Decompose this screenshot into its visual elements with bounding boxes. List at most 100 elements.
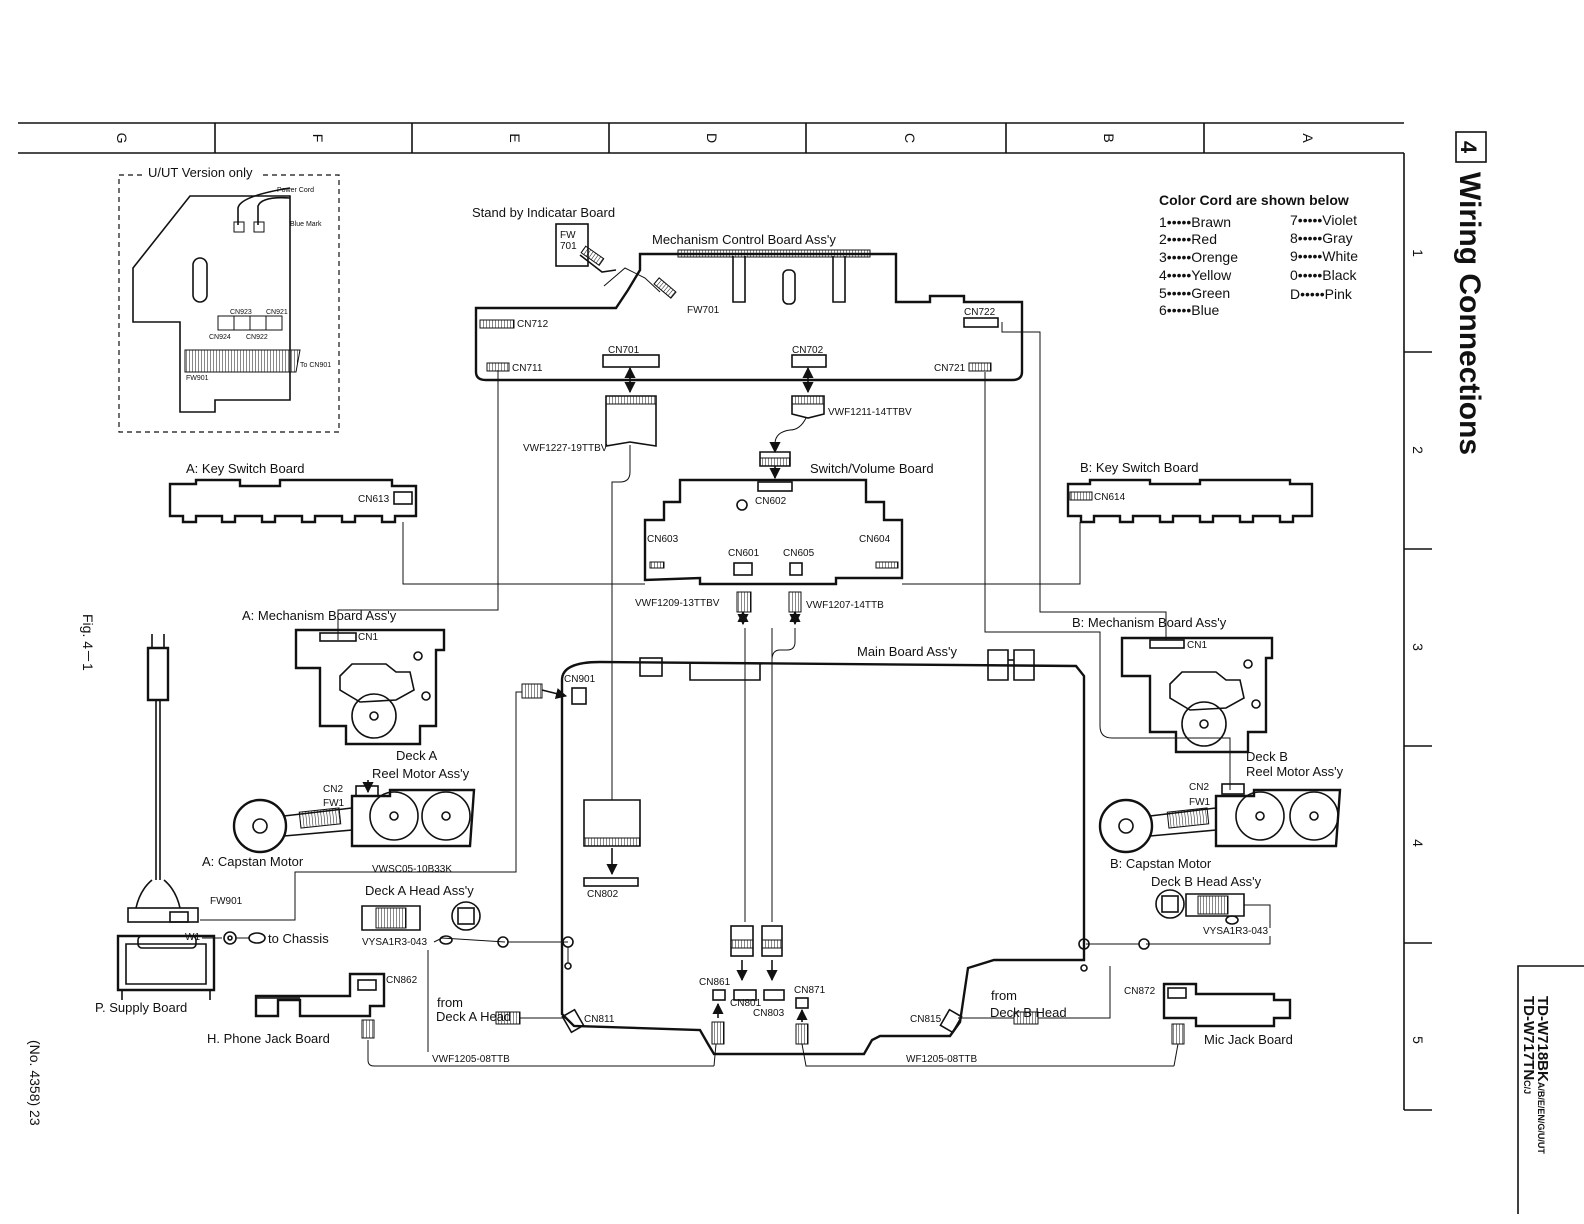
inset-cn924: CN924 [209,334,231,341]
inset-to-cn901: To CN901 [300,362,331,369]
vysa-a-label: VYSA1R3-043 [362,937,427,948]
a-mechanism-label: A: Mechanism Board Ass'y [242,608,397,623]
deck-b-label: Deck B [1246,749,1288,764]
inset-fw901: FW901 [186,375,209,382]
h-phone-label: H. Phone Jack Board [207,1031,330,1046]
deck-a-head: Deck A Head Ass'y VYSA1R3-043 [361,883,574,970]
vwf1211-label: VWF1211-14TTBV [828,407,912,418]
cn802-label: CN802 [587,889,619,900]
grid-row-5: 5 [1410,1036,1426,1044]
grid-col-b: B [1101,133,1117,142]
deck-a-motors: Deck A Reel Motor Ass'y CN2 FW1 A: Capst… [202,748,476,875]
inset-title: U/UT Version only [148,165,253,180]
grid-col-g: G [114,133,130,144]
model-box: TD-W717TNC/J TD-W718BKA/B/E/EN/G/U/UT [1517,965,1584,1214]
mech-control-label: Mechanism Control Board Ass'y [652,232,836,247]
cn702-label: CN702 [792,345,824,356]
a-fw1-label: FW1 [323,798,345,809]
vwf1205-a-label: VWF1205-08TTB [432,1054,510,1065]
flat-cables-top: VWF1227-19TTBV VWF1211-14TTBV [523,366,912,800]
w1-label: W1 [185,932,200,943]
cn701-label: CN701 [608,345,640,356]
grid-frame: G F E D C B A 1 2 3 4 5 [18,122,1432,1111]
bottom-connectors: CN861 CN801 CN803 CN871 WF1205-08TTB [699,925,1174,1067]
figure-label: Fig. 4－1 [80,614,96,671]
reel-motor-b-label: Reel Motor Ass'y [1246,764,1344,779]
fw901-label: FW901 [210,896,243,907]
cn602-label: CN602 [755,496,787,507]
standby-board-label: Stand by Indicatar Board [472,205,615,220]
p-supply-label: P. Supply Board [95,1000,187,1015]
b-mechanism-label: B: Mechanism Board Ass'y [1072,615,1227,630]
from-b-1: from [991,988,1017,1003]
legend-item: 9•••••White [1290,248,1358,264]
switch-volume-label: Switch/Volume Board [810,461,934,476]
from-a-2: Deck A Head [436,1009,511,1024]
deck-a-label: Deck A [396,748,438,763]
color-legend: Color Cord are shown below 1•••••Brawn 2… [1159,192,1358,318]
deck-b-head-label: Deck B Head Ass'y [1151,874,1262,889]
cn871-label: CN871 [794,985,826,996]
grid-row-3: 3 [1410,643,1426,651]
main-board-label: Main Board Ass'y [857,644,958,659]
inset-power-cord: Power Cord [277,187,314,194]
deck-b-head: Deck B Head Ass'y VYSA1R3-043 [1078,874,1271,972]
grid-col-e: E [507,133,523,142]
grid-row-4: 4 [1410,839,1426,847]
legend-item: 7•••••Violet [1290,212,1357,228]
cables-cn601-cn605: VWF1209-13TTBV VWF1207-14TTB [635,591,884,922]
section-number: 4 [1456,141,1481,154]
page-number: (No. 4358) 23 [27,1040,43,1126]
wf1205-b-label: WF1205-08TTB [906,1054,977,1065]
from-a-1: from [437,995,463,1010]
cn721-label: CN721 [934,363,966,374]
vwsc05-label: VWSC05-10B33K [372,864,452,875]
power-supply: FW901 W1 to Chassis P. Supply Board [95,634,329,1015]
grid-col-a: A [1300,133,1316,143]
inset-uut: U/UT Version only Power Cord Blue Mark C… [118,165,340,433]
legend-item: 3•••••Orenge [1159,249,1238,265]
b-key-switch-board: B: Key Switch Board CN614 [902,460,1314,585]
headphone-jack-board: CN862 H. Phone Jack Board VWF1205-08TTB … [207,950,714,1067]
b-fw1-label: FW1 [1189,797,1211,808]
cn614-label: CN614 [1094,492,1126,503]
grid-col-c: C [902,133,918,143]
wire-cn721 [984,372,1231,790]
b-capstan-label: B: Capstan Motor [1110,856,1212,871]
section-heading: Wiring Connections [1453,172,1486,455]
mic-jack-board: CN872 Mic Jack Board [1124,982,1293,1067]
inset-cn921: CN921 [266,309,288,316]
cn811-label: CN811 [584,1014,615,1025]
a-key-switch-label: A: Key Switch Board [186,461,305,476]
legend-title: Color Cord are shown below [1159,192,1349,208]
from-b-2: Deck B Head [990,1005,1067,1020]
a-key-switch-board: A: Key Switch Board CN613 [168,461,645,585]
grid-row-1: 1 [1410,249,1426,257]
vysa-b-label: VYSA1R3-043 [1203,926,1268,937]
cn711-label: CN711 [512,363,543,374]
legend-item: 0•••••Black [1290,267,1358,283]
legend-item: 8•••••Gray [1290,230,1353,246]
deck-b-input: CN815 from Deck B Head [910,966,1111,1034]
deck-a-head-label: Deck A Head Ass'y [365,883,474,898]
a-cn1-label: CN1 [358,632,378,643]
cn603-label: CN603 [647,534,679,545]
mech-control-board: Mechanism Control Board Ass'y CN712 CN71… [474,232,1024,382]
model-1: TD-W717TNC/J [1520,996,1537,1094]
vwf1227-label: VWF1227-19TTBV [523,443,608,454]
cn872-label: CN872 [1124,986,1156,997]
cn802-cable: CN802 [583,799,641,900]
vwf1207-label: VWF1207-14TTB [806,600,884,611]
switch-volume-board: Switch/Volume Board CN602 CN603 CN601 CN… [643,461,934,586]
legend-item: 5•••••Green [1159,285,1230,301]
grid-col-d: D [704,133,720,143]
cn862-label: CN862 [386,975,418,986]
legend-item: D•••••Pink [1290,286,1353,302]
cn803-label: CN803 [753,1008,785,1019]
b-cn2-label: CN2 [1189,782,1209,793]
cn861-label: CN861 [699,977,731,988]
legend-item: 1•••••Brawn [1159,214,1231,230]
grid-col-f: F [310,134,326,143]
